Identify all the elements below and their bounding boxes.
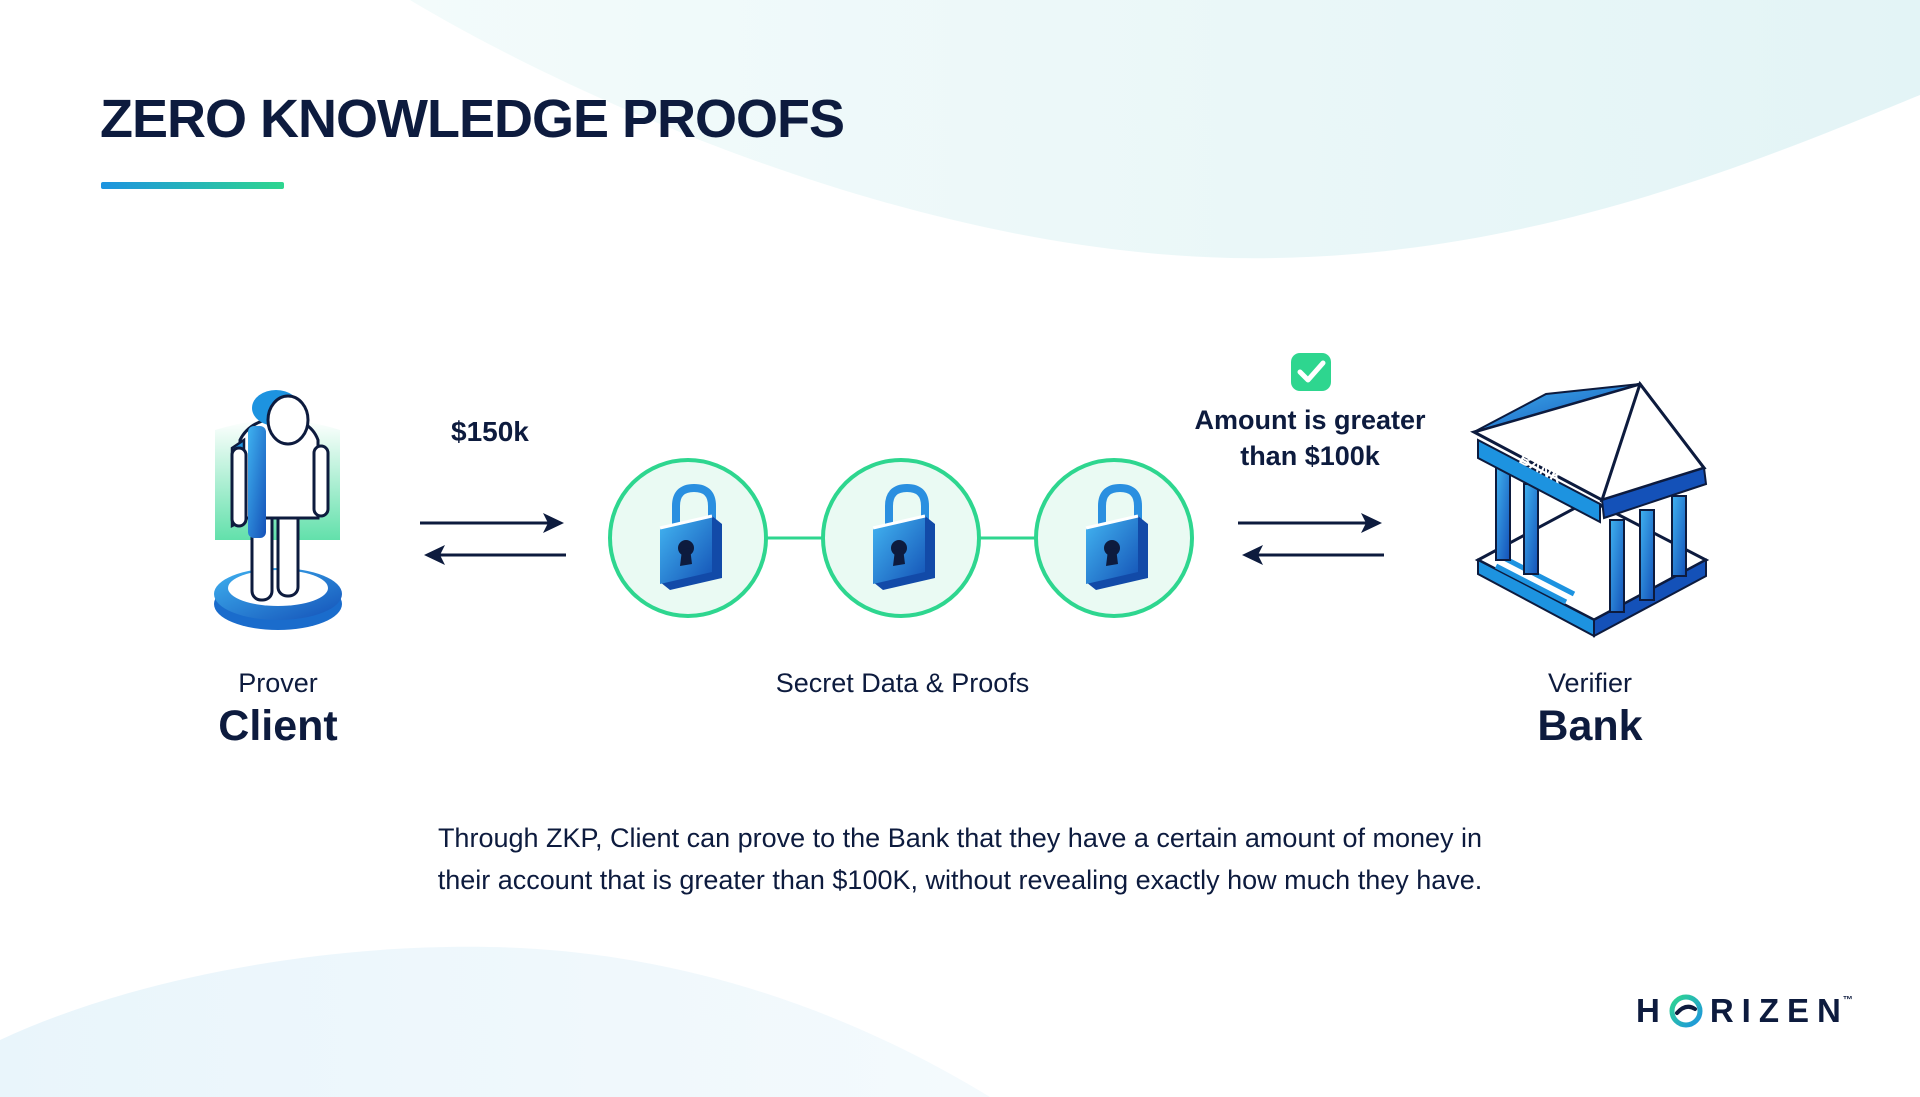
- secret-data-chain: [608, 458, 1194, 618]
- padlock-icon: [608, 458, 768, 618]
- prover-role: Prover: [238, 668, 318, 698]
- verifier-name: Bank: [1537, 702, 1643, 750]
- top-wash-shape: [410, 0, 1920, 259]
- logo-trademark: ™: [1842, 995, 1853, 1006]
- result-line-2: than $100k: [1240, 441, 1380, 471]
- title-underline: [101, 182, 284, 189]
- amount-label: $150k: [451, 416, 529, 447]
- padlock-icon: [821, 458, 981, 618]
- bank-building-icon: BANK: [1470, 380, 1710, 638]
- result-label: Amount is greater than $100k: [1160, 402, 1460, 474]
- result-line-1: Amount is greater: [1194, 405, 1426, 435]
- verifier-role: Verifier: [1547, 668, 1633, 698]
- person-icon: [214, 390, 342, 630]
- secret-data-label: Secret Data & Proofs: [775, 668, 1030, 698]
- caption: Through ZKP, Client can prove to the Ban…: [300, 817, 1620, 901]
- logo-mark-icon: [1669, 994, 1703, 1028]
- bottom-wash-shape: [0, 946, 990, 1097]
- horizen-logo: H RIZEN ™: [1636, 991, 1853, 1031]
- prover-name: Client: [218, 702, 338, 750]
- check-badge-icon: [1291, 353, 1331, 391]
- page-title: ZERO KNOWLEDGE PROOFS: [100, 89, 845, 149]
- logo-letter-h: H: [1636, 992, 1668, 1029]
- caption-line-2: their account that is greater than $100K…: [437, 865, 1483, 895]
- right-exchange-arrows: [1238, 513, 1384, 565]
- left-exchange-arrows: [420, 513, 566, 565]
- caption-line-1: Through ZKP, Client can prove to the Ban…: [437, 823, 1483, 853]
- logo-wordmark: RIZEN: [1709, 992, 1849, 1029]
- padlock-icon: [1034, 458, 1194, 618]
